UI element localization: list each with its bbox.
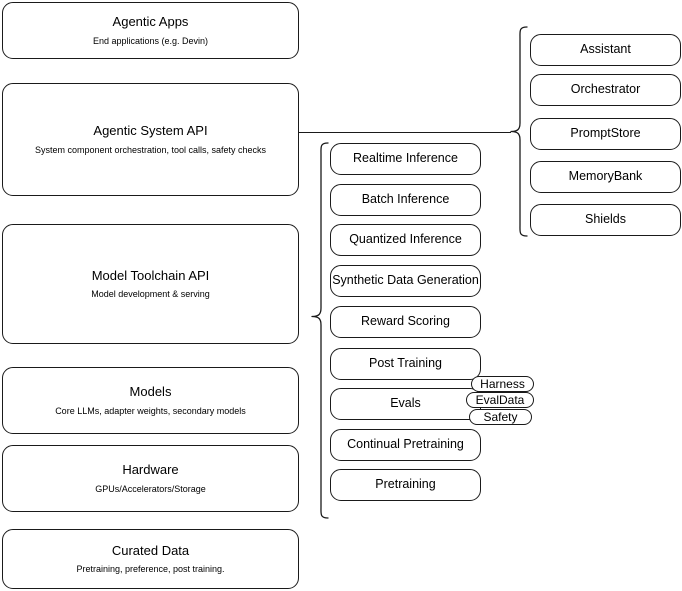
layer-subtitle: GPUs/Accelerators/Storage [95,483,206,494]
system-component-shields[interactable]: Shields [530,204,681,236]
eval-subcomponent-evaldata[interactable]: EvalData [466,392,534,408]
component-label: PromptStore [570,126,641,141]
component-label: Assistant [580,42,631,57]
component-label: MemoryBank [568,169,643,184]
component-label: Realtime Inference [353,151,458,166]
toolchain-component-realtime-inference[interactable]: Realtime Inference [330,143,481,175]
stack-layer-models[interactable]: Models Core LLMs, adapter weights, secon… [2,367,299,434]
stack-layer-agentic-apps[interactable]: Agentic Apps End applications (e.g. Devi… [2,2,299,59]
system-component-promptstore[interactable]: PromptStore [530,118,681,150]
stack-layer-agentic-system-api[interactable]: Agentic System API System component orch… [2,83,299,196]
component-label: Orchestrator [570,82,641,97]
component-label: Reward Scoring [361,314,450,329]
brace-system-components [510,26,528,237]
brace-toolchain-components [311,142,329,519]
toolchain-component-synthetic-data-generation[interactable]: Synthetic Data Generation [330,265,481,297]
component-label: Continual Pretraining [347,437,464,452]
toolchain-component-reward-scoring[interactable]: Reward Scoring [330,306,481,338]
layer-title: Curated Data [111,542,190,558]
toolchain-component-quantized-inference[interactable]: Quantized Inference [330,224,481,256]
toolchain-component-post-training[interactable]: Post Training [330,348,481,380]
layer-title: Agentic Apps [112,14,189,30]
layer-subtitle: Core LLMs, adapter weights, secondary mo… [55,405,246,416]
toolchain-component-batch-inference[interactable]: Batch Inference [330,184,481,216]
component-label: Batch Inference [361,192,450,207]
component-label: Pretraining [375,477,436,492]
stack-layer-hardware[interactable]: Hardware GPUs/Accelerators/Storage [2,445,299,512]
eval-subcomponent-harness[interactable]: Harness [471,376,534,392]
pill-label: Safety [483,410,518,424]
toolchain-component-continual-pretraining[interactable]: Continual Pretraining [330,429,481,461]
pill-label: Harness [480,377,525,391]
stack-layer-curated-data[interactable]: Curated Data Pretraining, preference, po… [2,529,299,589]
stack-layer-model-toolchain-api[interactable]: Model Toolchain API Model development & … [2,224,299,344]
system-component-orchestrator[interactable]: Orchestrator [530,74,681,106]
layer-title: Hardware [122,462,179,478]
system-component-assistant[interactable]: Assistant [530,34,681,66]
system-component-memorybank[interactable]: MemoryBank [530,161,681,193]
pill-label: EvalData [475,393,525,407]
eval-subcomponent-safety[interactable]: Safety [469,409,532,425]
component-label: Synthetic Data Generation [332,273,479,288]
layer-subtitle: System component orchestration, tool cal… [34,144,267,155]
component-label: Post Training [369,356,442,371]
connector-system-api-to-components [299,131,511,133]
component-label: Shields [585,212,626,227]
layer-subtitle: Model development & serving [91,289,210,299]
component-label: Quantized Inference [349,232,462,247]
layer-title: Model Toolchain API [91,267,210,283]
layer-subtitle: End applications (e.g. Devin) [92,35,209,46]
layer-title: Agentic System API [93,123,208,139]
toolchain-component-pretraining[interactable]: Pretraining [330,469,481,501]
component-label: Evals [390,396,421,411]
layer-subtitle: Pretraining, preference, post training. [76,564,225,574]
toolchain-component-evals[interactable]: Evals [330,388,481,420]
layer-title: Models [129,384,172,400]
